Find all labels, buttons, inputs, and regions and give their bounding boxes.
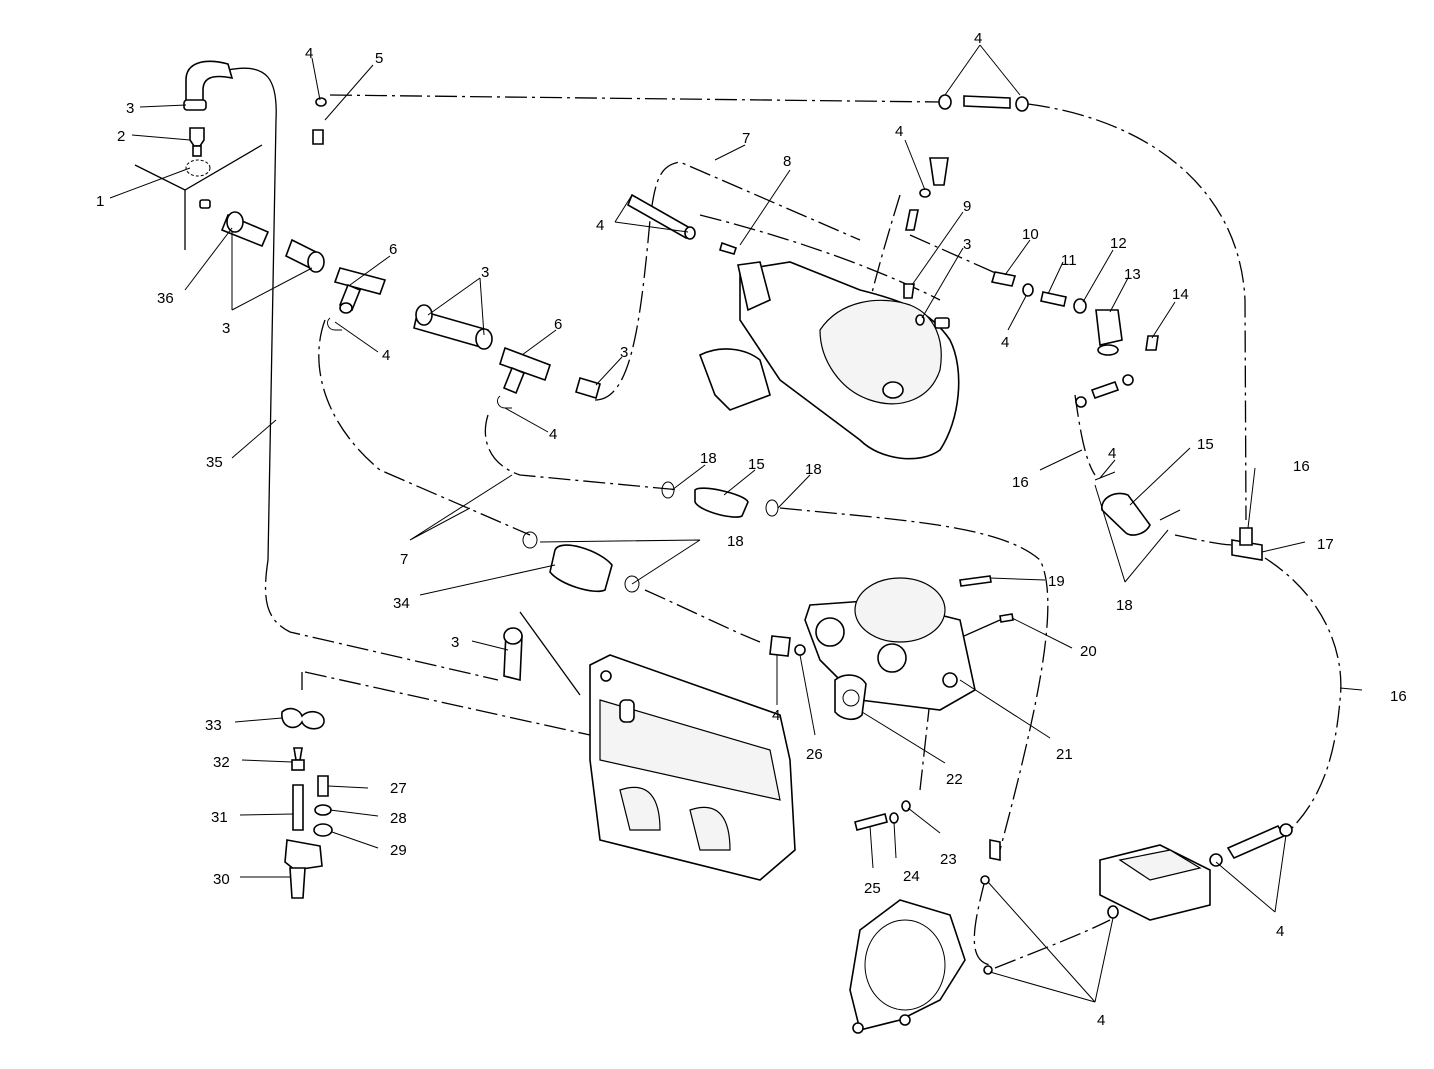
callout-label: 15 [748,456,765,473]
callout-label: 3 [222,320,230,337]
callout-label: 4 [1276,923,1284,940]
callout-label: 13 [1124,266,1141,283]
callout-label: 4 [1108,445,1116,462]
callout-label: 22 [946,771,963,788]
callout-label: 5 [375,50,383,67]
callout-label: 7 [742,130,750,147]
callout-label: 27 [390,780,407,797]
callout-label: 26 [806,746,823,763]
callout-label: 3 [481,264,489,281]
callout-label: 3 [451,634,459,651]
callout-label: 2 [117,128,125,145]
callout-label: 3 [620,344,628,361]
callout-label: 25 [864,880,881,897]
elbow-hose [185,60,234,109]
hose-routing-lines [134,67,1342,969]
callout-label: 4 [1097,1012,1105,1029]
callout-label: 3 [963,236,971,253]
callout-label: 16 [1012,474,1029,491]
callout-label: 4 [772,707,780,724]
callout-label: 11 [1061,252,1077,269]
callout-label: 4 [305,45,313,62]
callout-label: 29 [390,842,407,859]
callout-label: 20 [1080,643,1097,660]
callout-label: 7 [400,551,408,568]
callout-label: 30 [213,871,230,888]
callout-label: 3 [126,100,134,117]
callout-label: 9 [963,198,971,215]
callout-label: 18 [727,533,744,550]
callout-label: 6 [554,316,562,333]
callout-label: 28 [390,810,407,827]
callout-label: 4 [596,217,604,234]
callout-label: 12 [1110,235,1127,252]
callout-label: 19 [1048,573,1065,590]
callout-label: 4 [1001,334,1009,351]
callout-label: 16 [1390,688,1407,705]
bleed-fitting [189,127,205,147]
callout-label: 18 [805,461,822,478]
callout-label: 32 [213,754,230,771]
callout-label: 10 [1022,226,1039,243]
callout-label: 6 [389,241,397,258]
stator-cover [849,899,966,1031]
callout-label: 14 [1172,286,1189,303]
callout-label: 16 [1293,458,1310,475]
callout-label: 24 [903,868,920,885]
sensor-13 [1095,309,1123,346]
callout-label: 4 [549,426,557,443]
callout-label: 1 [96,193,104,210]
callout-label: 17 [1317,536,1334,553]
callout-label: 15 [1197,436,1214,453]
callout-labels: 1 2 3 4 5 4 7 8 4 4 9 3 10 11 12 13 14 4… [96,30,1407,1029]
callout-label: 21 [1056,746,1073,763]
callout-label: 31 [211,809,228,826]
callout-label: 4 [974,30,982,47]
leader-lines [109,44,1363,1003]
callout-label: 4 [382,347,390,364]
callout-label: 4 [895,123,903,140]
washer-ring [185,159,211,177]
callout-label: 18 [1116,597,1133,614]
callout-label: 34 [393,595,410,612]
callout-label: 36 [157,290,174,307]
callout-label: 35 [206,454,223,471]
callout-label: 23 [940,851,957,868]
callout-label: 18 [700,450,717,467]
callout-label: 33 [205,717,222,734]
callout-label: 8 [783,153,791,170]
